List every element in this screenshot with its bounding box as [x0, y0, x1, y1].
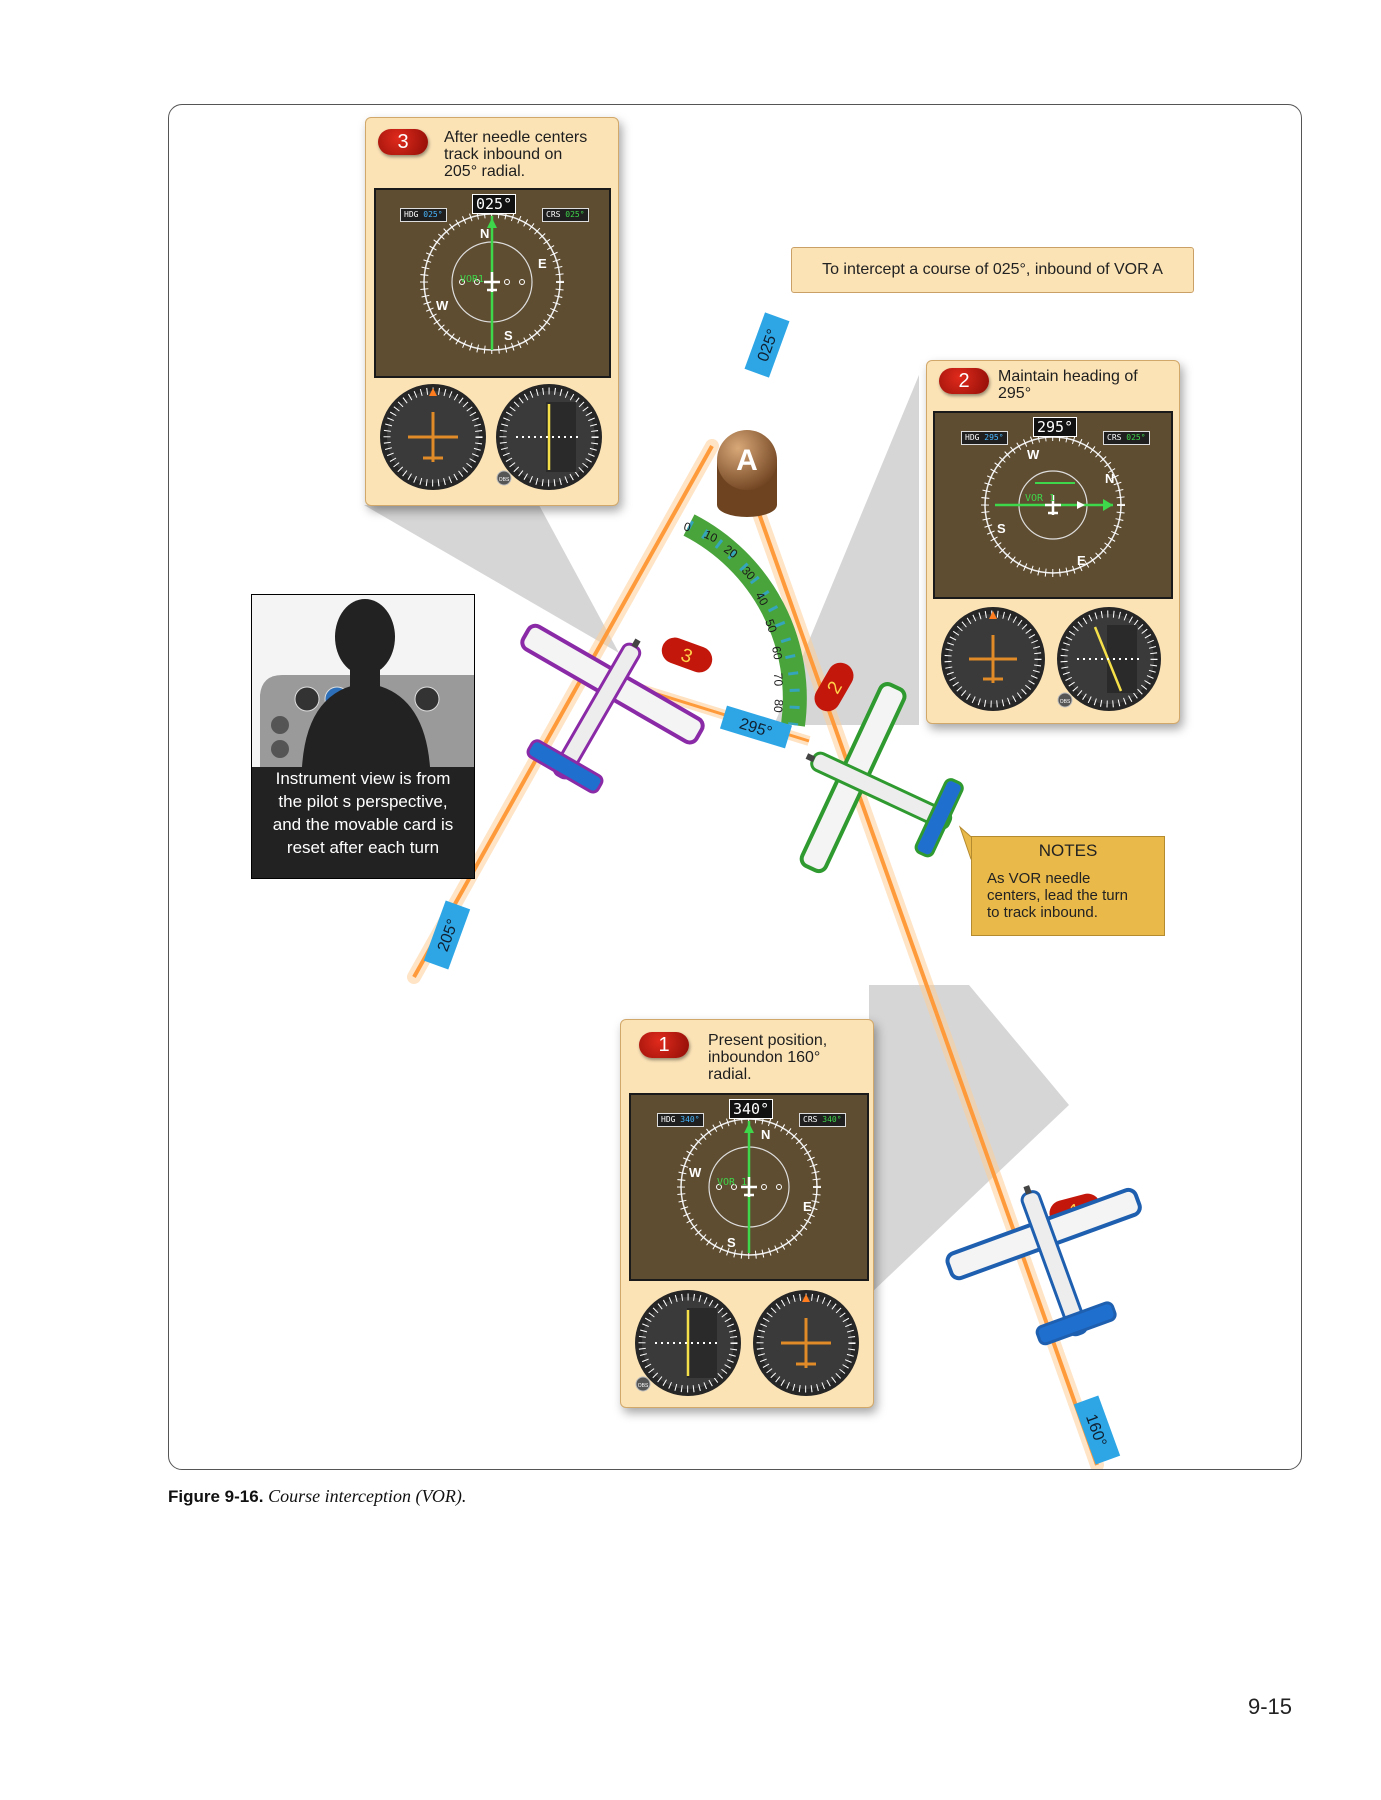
callout-position-1: 1 Present position, inboundon 160° radia… [620, 1019, 874, 1408]
figure-caption: Figure 9-16. Course interception (VOR). [168, 1486, 466, 1507]
figure-number: Figure 9-16. [168, 1487, 264, 1506]
hdg-box-2: HDG 295° [961, 431, 1008, 445]
hsi2-n: N [1105, 471, 1114, 486]
path-step-badge-2: 2 [814, 662, 854, 712]
hsi-compass-card-1: N E S W [677, 1109, 821, 1259]
notes-box: NOTES As VOR needle centers, lead the tu… [971, 836, 1165, 936]
hsi1-w: W [689, 1165, 702, 1180]
crs-box-3: CRS 025° [542, 208, 589, 222]
callout-2-text: Maintain heading of 295° [998, 368, 1138, 402]
angle-label-10: 10 [702, 527, 720, 545]
angle-label-60: 60 [769, 645, 785, 661]
angle-label-80: 80 [771, 699, 786, 714]
heading-readout-3: 025° [472, 194, 517, 214]
hsi3-w: W [436, 298, 449, 313]
hsi3-e: E [538, 256, 547, 271]
heading-indicator-3 [380, 384, 486, 490]
vor-station-a: A [717, 430, 777, 517]
hdg-box-3: HDG 025° [400, 208, 447, 222]
intercept-instruction-label: To intercept a course of 025°, inbound o… [791, 247, 1194, 293]
callout-1-text: Present position, inboundon 160° radial. [708, 1032, 828, 1083]
notes-title: NOTES [1038, 841, 1098, 860]
page-number: 9-15 [1248, 1694, 1293, 1719]
hsi2-w: W [1027, 447, 1040, 462]
hsi3-s: S [504, 328, 513, 343]
aircraft-position-1 [945, 1185, 1142, 1346]
hsi2-e: E [1077, 553, 1086, 568]
vor-indicator-3: OBS [496, 384, 602, 490]
hsi1-e: E [803, 1199, 812, 1214]
heading-readout-1: 340° [729, 1099, 774, 1119]
angle-label-70: 70 [771, 673, 785, 687]
angle-label-40: 40 [752, 590, 771, 609]
heading-readout-2: 295° [1033, 417, 1078, 437]
callout-3-text: After needle centers track inbound on 20… [444, 129, 588, 180]
hdg-box-1: HDG 340° [657, 1113, 704, 1127]
callout-position-3: 3 After needle centers track inbound on … [365, 117, 619, 506]
nav-source-1: VOR 1 [717, 1177, 748, 1188]
path-step-badge-3: 3 [661, 637, 713, 673]
hsi1-s: S [727, 1235, 736, 1250]
pilot-silhouette-illustration [252, 595, 474, 767]
course-interception-diagram: 0 10 20 30 40 50 60 70 80 025° 205° 160°… [364, 312, 1142, 1469]
nav-source-2: VOR 1 [1025, 493, 1056, 504]
figure-title: Course interception (VOR). [268, 1486, 467, 1506]
intercept-angle-scale: 0 10 20 30 40 50 60 70 80 [682, 514, 807, 727]
aircraft-position-2 [799, 682, 964, 874]
vor-indicator-1: OBS [635, 1290, 741, 1396]
angle-label-0: 0 [682, 519, 692, 534]
obs-knob-2: OBS [1060, 699, 1071, 705]
crs-box-2: CRS 025° [1103, 431, 1150, 445]
step-badge-1: 1 [639, 1032, 689, 1058]
hsi-screen-2: N E S W 295° HDG 295° CRS 025° VOR 1 [933, 411, 1173, 599]
hsi1-n: N [761, 1127, 770, 1142]
heading-indicator-1 [753, 1290, 859, 1396]
crs-box-1: CRS 340° [799, 1113, 846, 1127]
callout-1-pointer-shadow [869, 985, 1069, 1295]
aircraft-position-3 [520, 623, 705, 794]
step-badge-3: 3 [378, 129, 428, 155]
heading-indicator-2 [941, 607, 1045, 711]
step-badge-2: 2 [939, 368, 989, 394]
hsi-compass-card-2: N E S W [981, 427, 1125, 577]
station-label: A [736, 444, 758, 477]
vor-indicator-2: OBS [1057, 607, 1161, 711]
obs-knob-3: OBS [499, 477, 510, 483]
hsi3-n: N [480, 226, 489, 241]
pilot-perspective-panel: Instrument view is from the pilot s pers… [251, 594, 475, 879]
radial-tag-025: 025° [744, 312, 790, 378]
callout-position-2: 2 Maintain heading of 295° N E S W 295° … [926, 360, 1180, 724]
obs-knob-1: OBS [638, 1383, 649, 1389]
nav-source-3: VOR1 [460, 274, 485, 285]
notes-text: As VOR needle centers, lead the turn to … [987, 870, 1128, 921]
callout-3-pointer-shadow [364, 505, 619, 653]
hsi-screen-3: N E S W 025° HDG 025° CRS 025° VOR1 [374, 188, 611, 378]
hsi-compass-card-3: N E S W [420, 204, 564, 354]
hsi-screen-1: N E S W 340° HDG 340° CRS 340° VOR 1 [629, 1093, 869, 1281]
angle-label-50: 50 [762, 617, 780, 635]
pilot-perspective-caption: Instrument view is from the pilot s pers… [272, 769, 454, 857]
hsi2-s: S [997, 521, 1006, 536]
